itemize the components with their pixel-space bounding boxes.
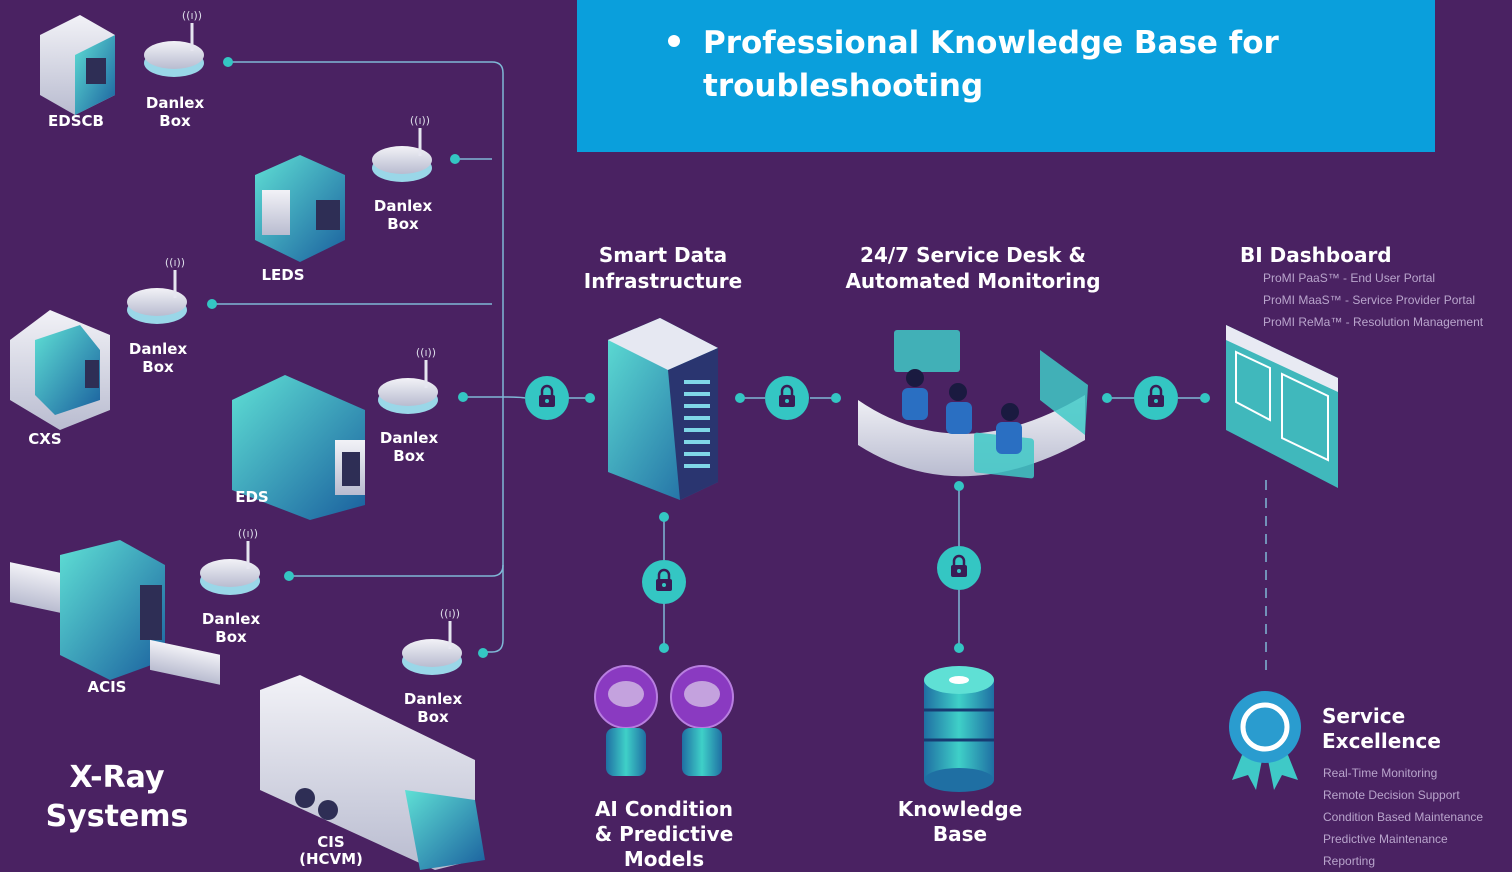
- router-icon: ((ı)): [200, 527, 260, 595]
- leds-machine-icon: [255, 155, 345, 262]
- excellence-item: Condition Based Maintenance: [1323, 810, 1484, 824]
- connector-dots: [207, 57, 1210, 658]
- service-excellence-list: Real-Time Monitoring Remote Decision Sup…: [1323, 762, 1508, 872]
- lightbulb-brain-icon: [594, 665, 734, 776]
- lock-icon: [525, 376, 569, 420]
- bi-dashboard-list: ProMI PaaS™ - End User Portal ProMI MaaS…: [1263, 267, 1508, 333]
- connection-lines: [212, 61, 1267, 670]
- router-icon: ((ı)): [372, 114, 432, 182]
- bi-item: ProMI MaaS™ - Service Provider Portal: [1263, 293, 1476, 307]
- excellence-item: Real-Time Monitoring: [1323, 766, 1438, 780]
- cxs-machine-icon: [10, 310, 110, 430]
- svg-text:((ı)): ((ı)): [182, 9, 202, 22]
- server-rack-icon: [608, 318, 718, 500]
- excellence-item: Remote Decision Support: [1323, 788, 1460, 802]
- leds-label: LEDS: [261, 266, 305, 284]
- svg-text:((ı)): ((ı)): [238, 527, 258, 540]
- banner-text: Professional Knowledge Base for troubles…: [703, 25, 1279, 104]
- lock-icon: [1134, 376, 1178, 420]
- edscb-label: EDSCB: [48, 112, 104, 130]
- eds-label: EDS: [235, 488, 269, 506]
- bi-item: ProMI PaaS™ - End User Portal: [1263, 271, 1436, 285]
- bullet-icon: [668, 35, 680, 47]
- router-icon: ((ı)): [402, 607, 462, 675]
- cis-label: CIS(HCVM): [299, 833, 363, 868]
- award-ribbon-icon: [1229, 691, 1301, 790]
- excellence-item: Predictive Maintenance: [1323, 832, 1448, 846]
- dashboard-icon: [1226, 325, 1338, 488]
- eds-machine-icon: [232, 375, 365, 520]
- edscb-machine-icon: [40, 15, 115, 115]
- router-icon: ((ı)): [144, 9, 204, 77]
- bi-item: ProMI ReMa™ - Resolution Management: [1263, 315, 1484, 329]
- acis-label: ACIS: [87, 678, 127, 696]
- acis-machine-icon: [10, 540, 220, 685]
- cxs-label: CXS: [28, 430, 62, 448]
- service-desk-icon: [858, 330, 1088, 479]
- bi-dashboard-title: BI Dashboard: [1240, 243, 1392, 267]
- service-desk-title: 24/7 Service Desk &Automated Monitoring: [845, 243, 1101, 293]
- svg-text:((ı)): ((ı)): [416, 346, 436, 359]
- svg-text:((ı)): ((ı)): [440, 607, 460, 620]
- excellence-item: Reporting: [1323, 854, 1376, 868]
- info-banner: [577, 0, 1435, 152]
- router-icon: ((ı)): [127, 256, 187, 324]
- database-icon: [924, 666, 994, 792]
- lock-icon: [642, 560, 686, 604]
- svg-text:((ı)): ((ı)): [165, 256, 185, 269]
- router-icon: ((ı)): [378, 346, 438, 414]
- lock-icon: [765, 376, 809, 420]
- truck-icon: [260, 675, 485, 870]
- lock-icon: [937, 546, 981, 590]
- svg-text:((ı)): ((ı)): [410, 114, 430, 127]
